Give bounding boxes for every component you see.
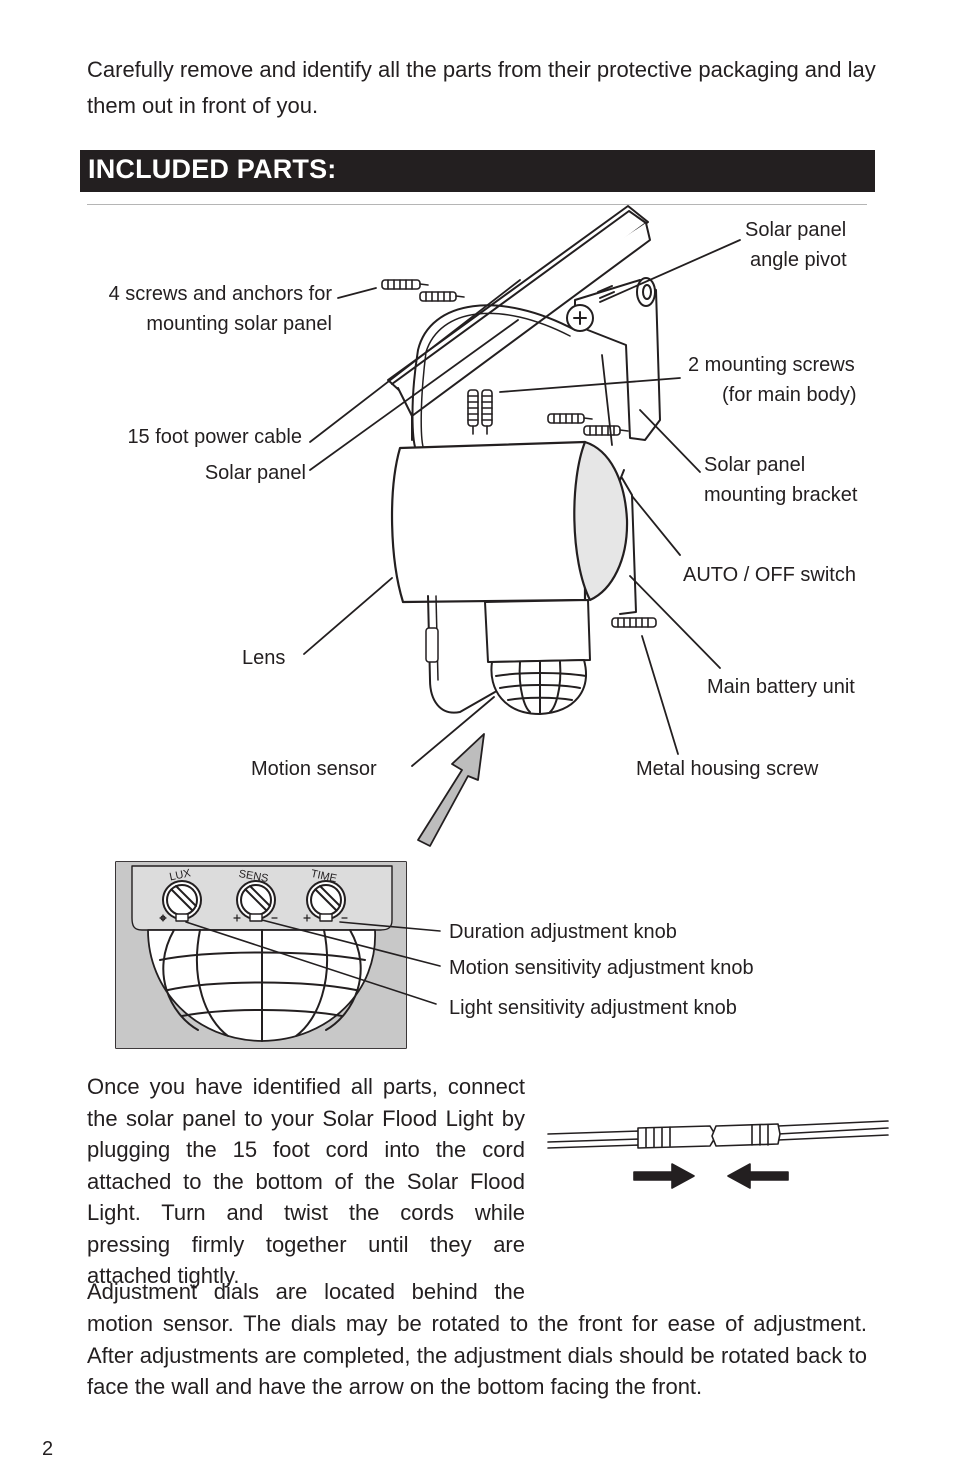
cord-connector-illustration <box>547 1120 889 1189</box>
dial-leader-lines <box>185 919 441 1005</box>
label-main-battery-unit: Main battery unit <box>707 676 855 698</box>
arrow-icon <box>417 733 485 847</box>
dial-label-lux: LUX <box>168 867 192 883</box>
label-screws-1: 4 screws and anchors for <box>108 283 332 305</box>
label-duration-knob: Duration adjustment knob <box>449 921 677 943</box>
motion-sensor-illustration <box>484 599 591 715</box>
label-mounting-screws-2: (for main body) <box>722 384 857 406</box>
section-heading: INCLUDED PARTS: <box>88 154 337 184</box>
label-angle-pivot-1: Solar panel <box>745 219 847 241</box>
arrow-left-icon <box>727 1163 789 1189</box>
light-body-illustration <box>390 440 637 615</box>
adjust-paragraph-rest: motion sensor. The dials may be rotated … <box>87 1311 867 1399</box>
label-lens: Lens <box>242 647 286 669</box>
label-motion-sensor: Motion sensor <box>251 758 377 780</box>
page-number: 2 <box>42 1438 54 1460</box>
connect-paragraph: Once you have identified all parts, conn… <box>87 1074 525 1288</box>
label-bracket-1: Solar panel <box>704 454 806 476</box>
label-solar-panel: Solar panel <box>204 462 306 484</box>
label-screws-2: mounting solar panel <box>146 313 332 335</box>
intro-paragraph: Carefully remove and identify all the pa… <box>87 57 876 118</box>
label-mounting-screws-1: 2 mounting screws <box>688 354 855 376</box>
label-motion-sensitivity-knob: Motion sensitivity adjustment knob <box>449 957 754 979</box>
dial-label-time: TIME <box>310 868 338 885</box>
label-metal-housing-screw: Metal housing screw <box>636 758 819 780</box>
power-cable-illustration <box>411 304 576 451</box>
adjust-paragraph-start: Adjustment dials are located behind the <box>87 1279 525 1304</box>
label-bracket-2: mounting bracket <box>704 484 858 506</box>
label-light-sensitivity-knob: Light sensitivity adjustment knob <box>449 997 737 1019</box>
label-auto-off-switch: AUTO / OFF switch <box>683 564 856 586</box>
dial-label-sens: SENS <box>238 868 270 885</box>
label-power-cable: 15 foot power cable <box>127 426 302 448</box>
label-angle-pivot-2: angle pivot <box>750 249 847 271</box>
section-banner: INCLUDED PARTS: <box>80 150 875 192</box>
dials-detail-illustration <box>115 861 407 1049</box>
leader-lines <box>303 239 741 767</box>
mounting-bracket-illustration <box>566 277 661 441</box>
arrow-right-icon <box>633 1163 695 1189</box>
divider <box>87 204 867 205</box>
